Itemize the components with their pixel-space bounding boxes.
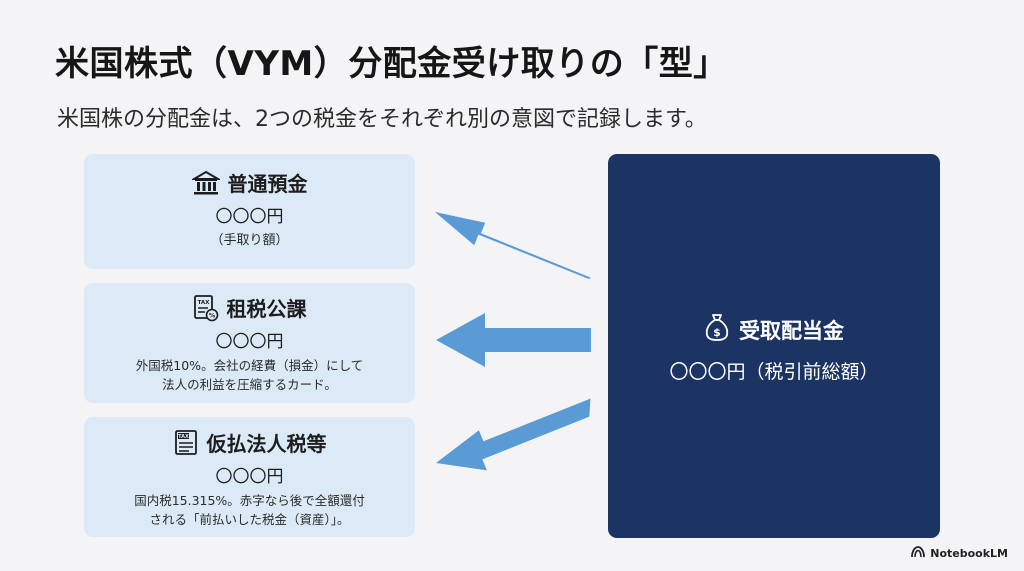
- bank-icon: [191, 170, 220, 196]
- money-bag-icon: $: [704, 312, 730, 347]
- card-heading: 仮払法人税等: [206, 432, 327, 456]
- card-heading-row: TAX 仮払法人税等: [84, 428, 415, 457]
- card-description-line: 法人の利益を圧縮するカード。: [162, 377, 337, 393]
- svg-text:$: $: [713, 326, 721, 339]
- card-description: 国内税15.315%。赤字なら後で全額還付 される「前払いした税金（資産）」。: [84, 491, 415, 530]
- card-note: （手取り額）: [210, 233, 289, 248]
- card-description-line: される「前払いした税金（資産）」。: [149, 512, 350, 528]
- brand-mark: NotebookLM: [911, 546, 1008, 561]
- card-heading: 普通預金: [227, 172, 308, 196]
- page-title: 米国株式（VYM）分配金受け取りの「型」: [55, 44, 728, 84]
- arrow-to-ordinary-deposit: [435, 212, 591, 279]
- notebooklm-logo-icon: [911, 546, 926, 561]
- card-taxes-and-dues: TAX % 租税公課 〇〇〇円 外国税10%。会社の経費（損金）にして 法人の利…: [84, 283, 415, 403]
- card-amount: 〇〇〇円: [215, 467, 284, 487]
- card-heading: 租税公課: [226, 297, 307, 321]
- tax-document-icon: TAX: [173, 429, 199, 457]
- card-ordinary-deposit: 普通預金 〇〇〇円 （手取り額）: [84, 154, 415, 269]
- box-amount: 〇〇〇円（税引前総額）: [669, 361, 879, 383]
- card-amount: 〇〇〇円: [215, 332, 284, 352]
- svg-text:%: %: [208, 311, 215, 319]
- card-heading-row: 普通預金: [84, 168, 415, 197]
- card-provisional-corporate-tax: TAX 仮払法人税等 〇〇〇円 国内税15.315%。赤字なら後で全額還付 され…: [84, 417, 415, 537]
- dividend-received-box: $ 受取配当金 〇〇〇円（税引前総額）: [608, 154, 940, 538]
- arrow-to-provisional-corporate-tax: [436, 398, 591, 471]
- box-heading: 受取配当金: [739, 318, 844, 343]
- svg-text:TAX: TAX: [178, 434, 189, 440]
- brand-label: NotebookLM: [930, 547, 1008, 560]
- box-heading-row: $ 受取配当金: [704, 312, 844, 347]
- page-subtitle: 米国株の分配金は、2つの税金をそれぞれ別の意図で記録します。: [57, 107, 707, 132]
- card-description-line: 国内税15.315%。赤字なら後で全額還付: [134, 493, 365, 508]
- arrow-to-taxes-and-dues: [436, 313, 591, 367]
- tax-receipt-icon: TAX %: [193, 294, 219, 322]
- card-amount: 〇〇〇円: [215, 207, 284, 227]
- card-heading-row: TAX % 租税公課: [84, 293, 415, 322]
- svg-text:TAX: TAX: [197, 300, 210, 306]
- card-description: 外国税10%。会社の経費（損金）にして 法人の利益を圧縮するカード。: [84, 356, 415, 395]
- card-description-line: 外国税10%。会社の経費（損金）にして: [135, 358, 364, 373]
